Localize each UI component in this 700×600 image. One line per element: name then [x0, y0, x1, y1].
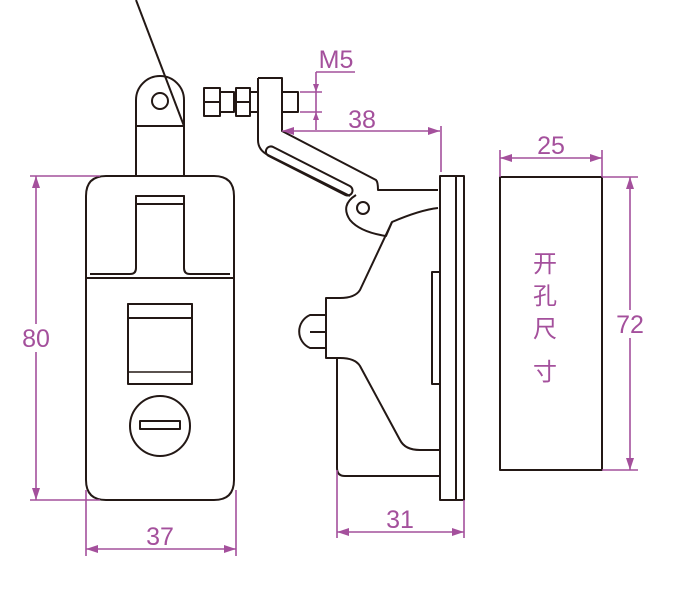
pivot-icon [356, 201, 370, 215]
side-view [203, 77, 465, 501]
cutout-view: 开 孔 尺 寸 [499, 176, 603, 471]
dim-cutout-height-72: 72 [616, 311, 644, 339]
cutout-label-char: 孔 [533, 282, 557, 310]
dimension-80: 80 [16, 175, 100, 501]
body-outline [85, 175, 235, 501]
cutout-label-char: 开 [533, 250, 557, 278]
dimension-25: 25 [499, 132, 603, 177]
dim-width-37: 37 [146, 523, 174, 551]
dimension-72: 72 [602, 176, 652, 471]
tab-hole-icon [151, 92, 169, 110]
mounting-plate [439, 175, 457, 501]
handle-slot [264, 145, 354, 197]
cutout-label-char: 尺 [533, 315, 557, 343]
dim-depth-31: 31 [386, 506, 414, 534]
dim-thread-m5: M5 [319, 46, 354, 74]
dimension-31: 31 [336, 470, 465, 538]
dimension-m5: M5 [300, 46, 355, 130]
lock-cylinder-icon [129, 395, 191, 457]
dim-height-80: 80 [22, 325, 50, 353]
cutout-rect [499, 176, 603, 471]
dim-reach-38: 38 [348, 106, 376, 134]
dimension-38: 38 [282, 106, 442, 172]
hanging-tab [135, 75, 185, 176]
front-view [85, 0, 235, 501]
handle-arm [258, 77, 438, 191]
cutout-label-char: 寸 [533, 358, 557, 386]
knob-icon [298, 314, 327, 349]
dimension-37: 37 [85, 490, 237, 556]
dim-cutout-width-25: 25 [537, 132, 565, 160]
